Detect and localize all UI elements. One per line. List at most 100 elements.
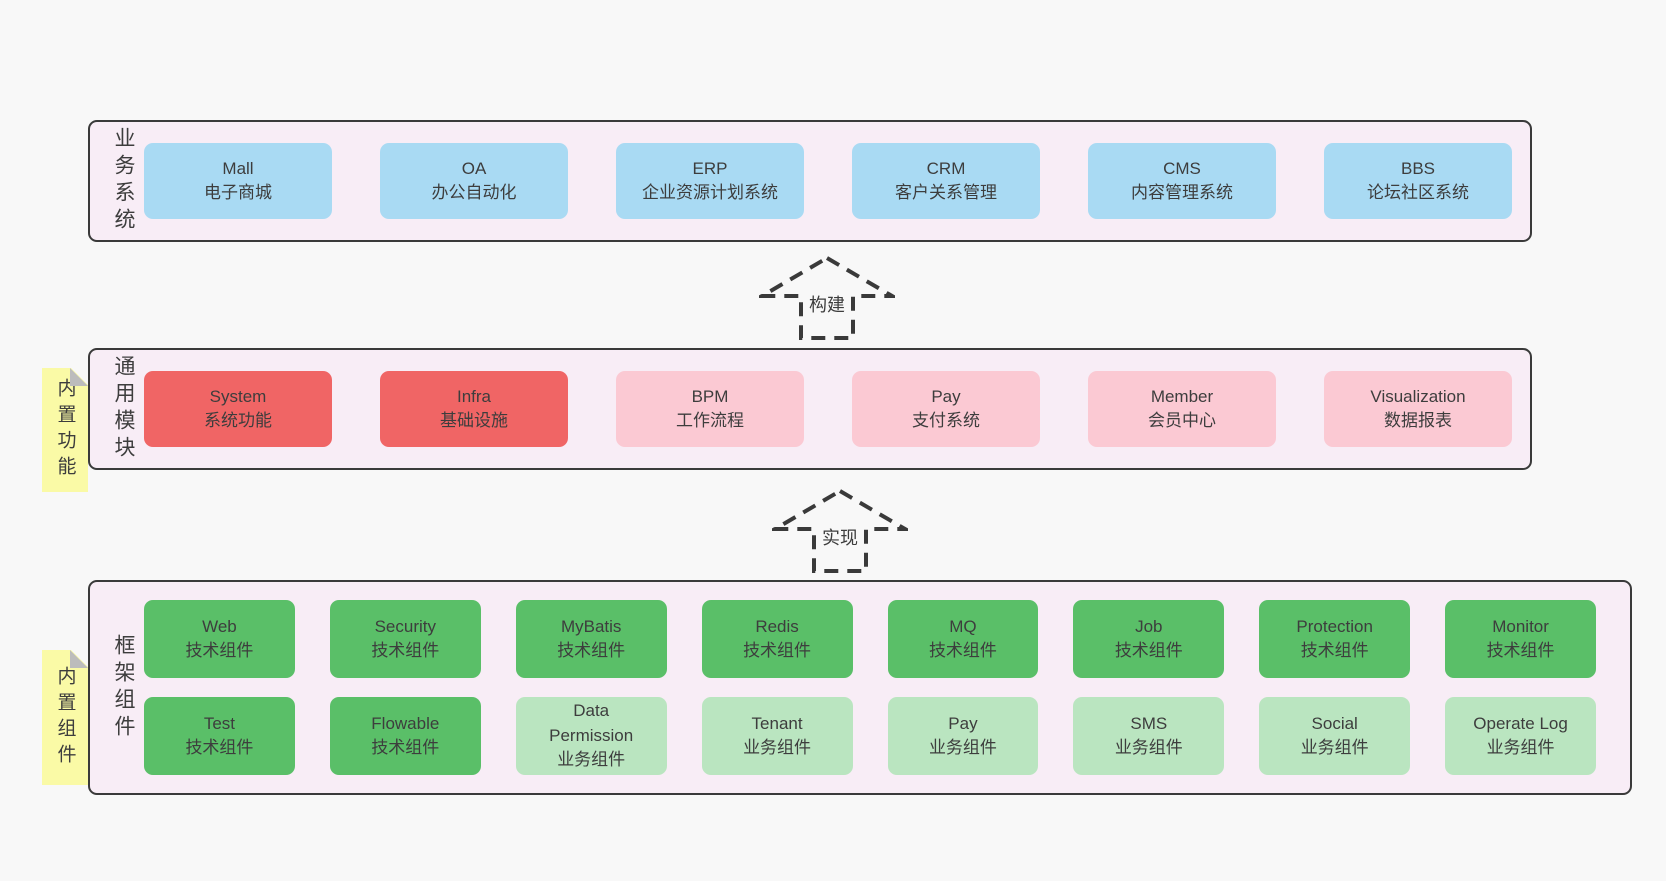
- box-subtitle: 会员中心: [1148, 411, 1216, 430]
- sticky-tab-builtin-features: 内置功能: [42, 368, 88, 492]
- box-subtitle: 支付系统: [912, 411, 980, 430]
- box-pay: Pay 支付系统: [852, 371, 1040, 447]
- box-web: Web 技术组件: [144, 600, 295, 679]
- box-mall: Mall 电子商城: [144, 143, 332, 219]
- box-oa: OA 办公自动化: [380, 143, 568, 219]
- box-title: OA: [461, 158, 487, 178]
- box-operate-log: Operate Log 业务组件: [1445, 696, 1596, 775]
- sticky-tab-builtin-components: 内置组件: [42, 650, 88, 785]
- box-protection: Protection 技术组件: [1259, 600, 1411, 679]
- box-subtitle: 办公自动化: [431, 183, 517, 202]
- box-subtitle: 技术组件: [1486, 641, 1555, 661]
- box-title: Monitor: [1492, 617, 1549, 637]
- arrow-up-implement: 实现: [772, 488, 908, 574]
- folded-corner-icon: [70, 650, 88, 668]
- arrow-label: 构建: [806, 291, 848, 317]
- box-subtitle: 技术组件: [928, 641, 997, 661]
- box-title: Data Permission: [549, 701, 634, 745]
- box-title: Infra: [456, 386, 492, 406]
- box-title: Pay: [948, 713, 978, 733]
- box-title: Operate Log: [1473, 713, 1568, 733]
- box-subtitle: 业务组件: [1486, 737, 1555, 757]
- box-test: Test 技术组件: [144, 696, 295, 775]
- section-side-label: 业务系统: [112, 127, 135, 235]
- box-title: CMS: [1163, 158, 1201, 178]
- arrow-label: 实现: [819, 524, 861, 550]
- box-cms: CMS 内容管理系统: [1088, 143, 1276, 219]
- box-title: Visualization: [1370, 386, 1466, 406]
- box-subtitle: 论坛社区系统: [1367, 183, 1469, 202]
- box-title: Test: [203, 713, 236, 733]
- box-subtitle: 业务组件: [1300, 737, 1369, 757]
- box-title: Protection: [1296, 617, 1373, 637]
- box-subtitle: 技术组件: [1300, 641, 1369, 661]
- box-subtitle: 技术组件: [185, 737, 254, 757]
- box-erp: ERP 企业资源计划系统: [616, 143, 804, 219]
- box-subtitle: 业务组件: [1114, 737, 1183, 757]
- dashed-up-arrow-icon: [772, 488, 908, 573]
- box-subtitle: 电子商城: [204, 183, 272, 202]
- box-title: SMS: [1130, 713, 1168, 733]
- box-title: MQ: [949, 617, 977, 637]
- box-title: BPM: [691, 386, 729, 406]
- box-title: CRM: [926, 158, 966, 178]
- box-subtitle: 技术组件: [743, 641, 812, 661]
- box-member: Member 会员中心: [1088, 371, 1276, 447]
- box-crm: CRM 客户关系管理: [852, 143, 1040, 219]
- box-security: Security 技术组件: [329, 600, 481, 679]
- box-subtitle: 业务组件: [557, 749, 626, 769]
- box-row: Mall 电子商城 OA 办公自动化 ERP 企业资源计划系统 CRM 客户关系管理 CMS 内容…: [144, 143, 1512, 219]
- folded-corner-icon: [70, 368, 88, 386]
- box-subtitle: 业务组件: [743, 737, 812, 757]
- box-subtitle: 技术组件: [557, 641, 626, 661]
- box-redis: Redis 技术组件: [701, 600, 853, 679]
- box-subtitle: 内容管理系统: [1131, 183, 1233, 202]
- box-subtitle: 技术组件: [1114, 641, 1183, 661]
- box-title: Member: [1150, 386, 1214, 406]
- box-tenant: Tenant 业务组件: [701, 696, 853, 775]
- box-title: Job: [1135, 617, 1163, 637]
- box-sms: SMS 业务组件: [1073, 696, 1225, 775]
- box-title: Redis: [755, 617, 799, 637]
- box-subtitle: 系统功能: [204, 411, 272, 430]
- box-visualization: Visualization 数据报表: [1324, 371, 1512, 447]
- box-job: Job 技术组件: [1073, 600, 1225, 679]
- box-subtitle: 数据报表: [1384, 411, 1452, 430]
- box-title: Mall: [222, 158, 254, 178]
- section-side-label: 通用模块: [112, 355, 135, 463]
- box-monitor: Monitor 技术组件: [1445, 600, 1596, 679]
- arrow-up-build: 构建: [759, 255, 895, 341]
- box-title: ERP: [692, 158, 728, 178]
- box-subtitle: 技术组件: [185, 641, 254, 661]
- box-title: MyBatis: [560, 617, 622, 637]
- box-title: Pay: [931, 386, 961, 406]
- box-title: Tenant: [751, 713, 803, 733]
- box-subtitle: 技术组件: [371, 641, 440, 661]
- sticky-tab-label: 内置功能: [54, 378, 76, 482]
- box-mq: MQ 技术组件: [887, 600, 1039, 679]
- box-subtitle: 企业资源计划系统: [642, 183, 778, 202]
- box-title: Security: [374, 617, 437, 637]
- box-infra: Infra 基础设施: [380, 371, 568, 447]
- box-data-permission: Data Permission 业务组件: [515, 696, 667, 775]
- box-subtitle: 技术组件: [371, 737, 440, 757]
- box-subtitle: 客户关系管理: [895, 183, 997, 202]
- section-side-label: 框架组件: [112, 633, 135, 742]
- box-title: Flowable: [371, 713, 440, 733]
- sticky-tab-label: 内置组件: [54, 665, 76, 770]
- box-title: Web: [202, 617, 237, 637]
- dashed-up-arrow-icon: [759, 255, 895, 340]
- box-subtitle: 基础设施: [440, 411, 508, 430]
- section-business-systems: 业务系统 Mall 电子商城 OA 办公自动化 ERP 企业资源计划系统 CRM 客户关系管理…: [88, 120, 1532, 242]
- section-content: Mall 电子商城 OA 办公自动化 ERP 企业资源计划系统 CRM 客户关系管理 CMS 内容…: [144, 122, 1530, 240]
